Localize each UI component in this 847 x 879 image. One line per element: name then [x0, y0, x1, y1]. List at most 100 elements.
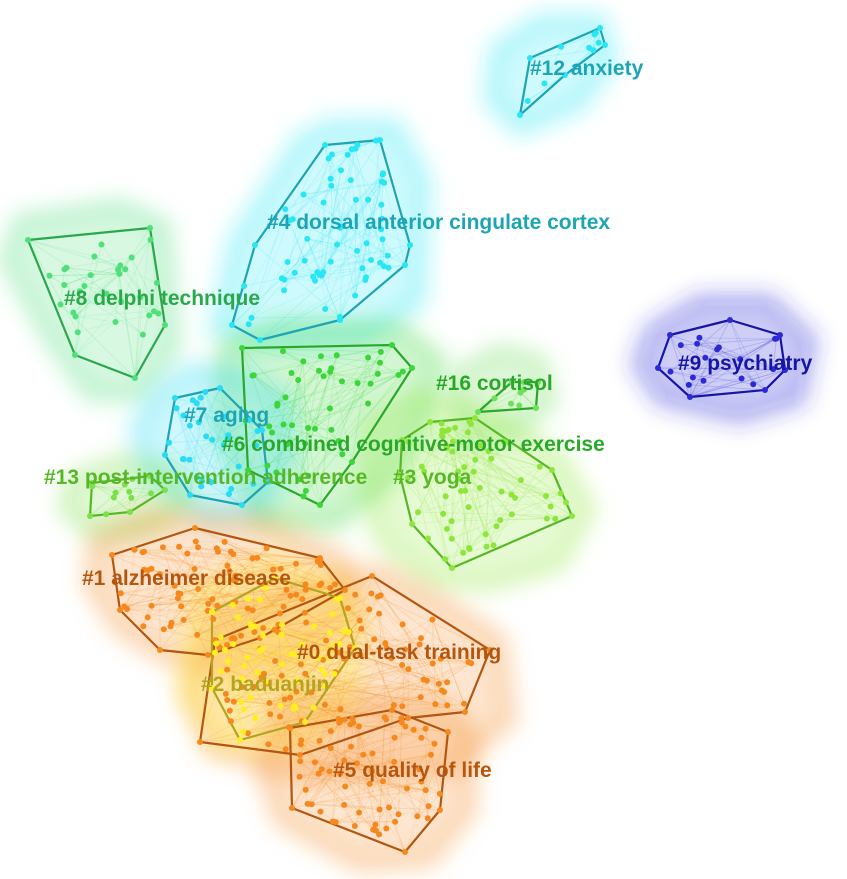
cluster-node[interactable] [329, 611, 336, 617]
cluster-node[interactable] [109, 552, 115, 558]
cluster-node[interactable] [297, 752, 303, 758]
cluster-node[interactable] [72, 313, 79, 320]
cluster-node[interactable] [327, 745, 334, 752]
cluster-node[interactable] [209, 436, 216, 443]
cluster-node[interactable] [737, 356, 744, 363]
cluster-node[interactable] [339, 378, 345, 385]
cluster-node[interactable] [385, 264, 392, 271]
cluster-node[interactable] [222, 413, 229, 420]
cluster-node[interactable] [153, 279, 160, 286]
cluster-node[interactable] [341, 627, 348, 634]
cluster-node[interactable] [667, 332, 673, 338]
cluster-node[interactable] [369, 573, 375, 579]
cluster-node[interactable] [371, 636, 378, 643]
cluster-node[interactable] [226, 707, 233, 714]
cluster-node[interactable] [239, 675, 246, 682]
cluster-node[interactable] [448, 535, 455, 542]
cluster-node[interactable] [418, 734, 425, 741]
cluster-node[interactable] [203, 433, 210, 440]
cluster-node[interactable] [338, 167, 344, 174]
cluster-node[interactable] [302, 487, 309, 494]
cluster-node[interactable] [249, 607, 256, 614]
cluster-node[interactable] [667, 368, 674, 375]
cluster-node[interactable] [121, 603, 128, 610]
cluster-node[interactable] [322, 682, 328, 689]
cluster-node[interactable] [267, 711, 274, 718]
cluster-node[interactable] [180, 412, 187, 419]
cluster-node[interactable] [438, 420, 445, 427]
cluster-node[interactable] [293, 591, 300, 598]
cluster-node[interactable] [208, 479, 215, 486]
cluster-node[interactable] [512, 494, 519, 501]
cluster-node[interactable] [341, 655, 347, 662]
cluster-node[interactable] [144, 567, 151, 574]
cluster-node[interactable] [377, 348, 384, 355]
cluster-node[interactable] [508, 511, 515, 518]
cluster-node[interactable] [262, 585, 269, 591]
cluster-node[interactable] [299, 641, 306, 648]
cluster-node[interactable] [457, 488, 464, 494]
cluster-node[interactable] [322, 306, 329, 312]
cluster-node[interactable] [455, 475, 462, 482]
cluster-node[interactable] [157, 647, 163, 653]
cluster-node[interactable] [727, 317, 733, 323]
cluster-node[interactable] [351, 823, 358, 829]
cluster-node[interactable] [302, 581, 309, 588]
cluster-node[interactable] [221, 538, 228, 545]
cluster-node[interactable] [247, 694, 254, 701]
cluster-node[interactable] [359, 265, 366, 272]
cluster-node[interactable] [392, 818, 399, 825]
cluster-node[interactable] [341, 757, 348, 764]
cluster-node[interactable] [345, 629, 352, 635]
cluster-node[interactable] [356, 723, 362, 730]
cluster-node[interactable] [386, 804, 392, 811]
cluster-node[interactable] [244, 605, 251, 612]
cluster-node[interactable] [287, 694, 294, 701]
cluster-node[interactable] [444, 679, 451, 686]
cluster-node[interactable] [377, 259, 384, 266]
cluster-node[interactable] [770, 366, 777, 373]
cluster-node[interactable] [320, 199, 327, 206]
cluster-node[interactable] [466, 544, 472, 551]
cluster-node[interactable] [762, 387, 768, 393]
cluster-node[interactable] [248, 624, 255, 631]
cluster-node[interactable] [112, 319, 119, 325]
cluster-node[interactable] [466, 418, 473, 425]
cluster-node[interactable] [404, 785, 410, 792]
cluster-node[interactable] [442, 493, 449, 500]
cluster-node[interactable] [225, 658, 231, 665]
cluster-node[interactable] [383, 825, 390, 832]
cluster-node[interactable] [687, 394, 693, 400]
cluster-node[interactable] [338, 223, 345, 230]
cluster-node[interactable] [205, 600, 212, 607]
cluster-label-7[interactable]: #7 aging [184, 404, 269, 427]
cluster-node[interactable] [287, 592, 294, 599]
cluster-node[interactable] [321, 701, 328, 708]
cluster-node[interactable] [429, 616, 436, 623]
cluster-node[interactable] [63, 264, 70, 271]
cluster-node[interactable] [305, 472, 312, 479]
cluster-node[interactable] [405, 666, 412, 673]
cluster-label-2[interactable]: #2 baduanjin [201, 673, 329, 696]
cluster-node[interactable] [282, 394, 289, 401]
cluster-node[interactable] [389, 342, 395, 348]
cluster-node[interactable] [129, 476, 136, 482]
cluster-node[interactable] [352, 645, 358, 651]
cluster-node[interactable] [257, 647, 264, 654]
cluster-node[interactable] [358, 625, 365, 632]
cluster-node[interactable] [549, 467, 555, 473]
cluster-node[interactable] [543, 493, 549, 499]
cluster-node[interactable] [266, 423, 273, 430]
cluster-node[interactable] [558, 43, 564, 50]
cluster-node[interactable] [147, 225, 153, 231]
cluster-node[interactable] [383, 645, 390, 651]
cluster-node[interactable] [696, 334, 703, 341]
cluster-label-5[interactable]: #5 quality of life [333, 759, 492, 782]
cluster-node[interactable] [144, 614, 151, 621]
cluster-node[interactable] [245, 595, 251, 602]
cluster-node[interactable] [279, 661, 285, 668]
cluster-label-6[interactable]: #6 combined cognitive-motor exercise [222, 433, 605, 456]
cluster-node[interactable] [277, 713, 284, 720]
cluster-node[interactable] [509, 379, 515, 385]
cluster-node[interactable] [265, 479, 271, 485]
